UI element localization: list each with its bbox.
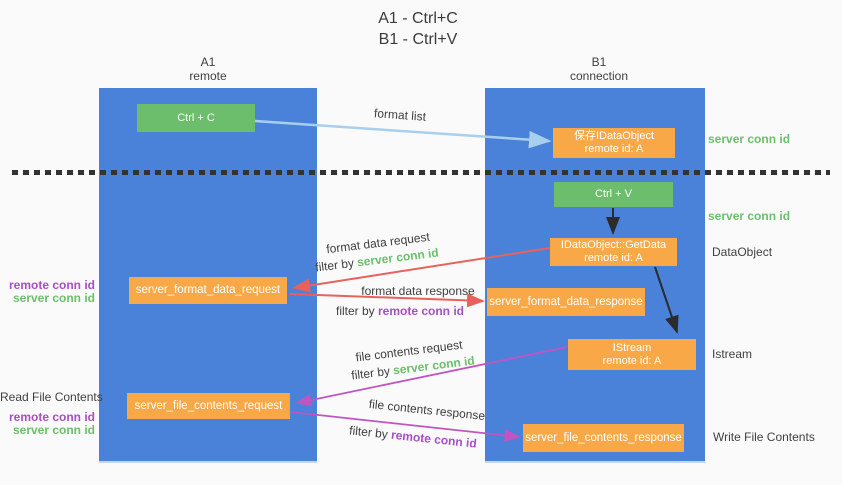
right-server-conn-id-mid: server conn id — [708, 209, 791, 223]
server-file-contents-request-box: server_file_contents_request — [127, 393, 290, 419]
left-conn-id-block-1: remote conn id server conn id — [0, 279, 95, 305]
format-data-response-label: format data response — [361, 284, 475, 298]
left-conn-id-block-2: remote conn id server conn id — [0, 411, 95, 437]
idataobject-getdata-box: IDataObject::GetData remote id: A — [550, 238, 677, 266]
server-format-data-request-label: server_format_data_request — [135, 284, 281, 296]
column-a1-subtitle: remote — [189, 69, 227, 83]
save-idataobject-box: 保存IDataObject remote id: A — [553, 128, 675, 158]
left-server-conn-id-2: server conn id — [12, 423, 95, 437]
server-file-contents-response-box: server_file_contents_response — [523, 424, 684, 452]
title-line-1: A1 - Ctrl+C — [378, 10, 458, 27]
save-idataobject-line1: 保存IDataObject — [573, 130, 655, 142]
save-idataobject-line2: remote id: A — [584, 143, 644, 155]
server-format-data-response-box: server_format_data_response — [487, 288, 645, 316]
column-header-b1: B1 connection — [529, 55, 669, 83]
server-format-data-request-box: server_format_data_request — [129, 277, 287, 304]
column-a1-name: A1 — [200, 55, 216, 69]
remote-conn-id-text-1: remote conn id — [378, 304, 465, 318]
filter-by-text-4: filter by — [348, 423, 392, 442]
istream-line1: IStream — [612, 341, 652, 354]
filter-by-remote-conn-id-label-1: filter by remote conn id — [320, 304, 480, 318]
format-list-label: format list — [373, 106, 427, 124]
column-b1-name: B1 — [591, 55, 607, 69]
column-header-a1: A1 remote — [138, 55, 278, 83]
ctrl-c-box: Ctrl + C — [137, 104, 255, 132]
istream-box: IStream remote id: A — [568, 339, 696, 370]
diagram-title: A1 - Ctrl+C B1 - Ctrl+V — [278, 8, 558, 50]
file-contents-response-label: file contents response — [368, 396, 486, 424]
ctrl-v-box: Ctrl + V — [554, 182, 673, 207]
left-remote-conn-id-1: remote conn id — [8, 278, 95, 292]
ctrl-c-label: Ctrl + C — [177, 111, 215, 124]
write-file-contents-label: Write File Contents — [713, 430, 815, 444]
title-line-2: B1 - Ctrl+V — [378, 31, 458, 48]
filter-by-text-2: filter by — [335, 304, 378, 318]
server-file-contents-response-label: server_file_contents_response — [525, 431, 682, 444]
read-file-contents-label: Read File Contents — [0, 390, 103, 404]
ctrl-v-label: Ctrl + V — [595, 188, 632, 200]
getdata-line1: IDataObject::GetData — [560, 239, 667, 251]
right-server-conn-id-top: server conn id — [708, 132, 791, 146]
left-server-conn-id-1: server conn id — [12, 291, 95, 305]
left-remote-conn-id-2: remote conn id — [8, 410, 95, 424]
server-format-data-response-label: server_format_data_response — [489, 295, 643, 308]
dataobject-label: DataObject — [712, 245, 773, 259]
istream-side-label: Istream — [712, 347, 753, 361]
remote-conn-id-text-2: remote conn id — [390, 427, 478, 451]
filter-by-text-1: filter by — [314, 255, 358, 275]
column-b1-subtitle: connection — [569, 69, 629, 83]
server-file-contents-request-label: server_file_contents_request — [134, 399, 283, 412]
filter-by-text-3: filter by — [350, 363, 394, 383]
getdata-line2: remote id: A — [584, 252, 643, 264]
session-divider-dotted-line — [12, 170, 830, 175]
istream-line2: remote id: A — [602, 354, 662, 367]
filter-by-remote-conn-id-label-2: filter by remote conn id — [333, 422, 494, 453]
